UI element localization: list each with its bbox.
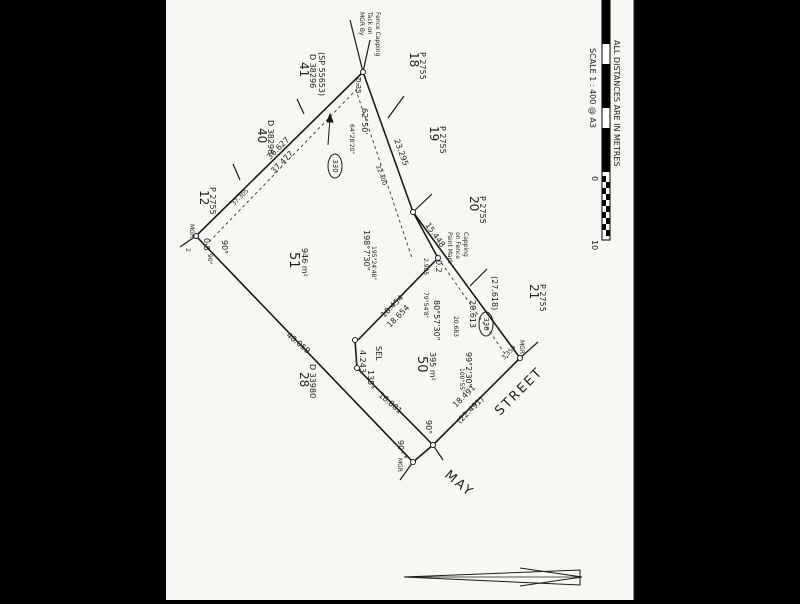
svg-text:62°50': 62°50': [360, 108, 369, 135]
svg-text:SEL: SEL: [374, 346, 383, 361]
svg-text:18: 18: [407, 52, 421, 67]
svg-text:D 33980: D 33980: [308, 364, 317, 398]
svg-text:D 38296: D 38296: [266, 120, 275, 154]
svg-text:Fence Capping: Fence Capping: [374, 12, 381, 56]
corner-pegs: [193, 69, 523, 465]
svg-text:20.613: 20.613: [468, 300, 477, 328]
svg-text:2.985: 2.985: [422, 258, 429, 275]
svg-text:64°28'20": 64°28'20": [348, 124, 355, 155]
traverse-lines: [204, 71, 509, 359]
svg-text:(27.618): (27.618): [490, 276, 499, 310]
paper: [166, 0, 634, 600]
svg-text:90°: 90°: [206, 254, 213, 265]
svg-text:99°2'30": 99°2'30": [464, 352, 473, 387]
svg-text:21: 21: [527, 284, 541, 299]
marker-330-b: 330: [478, 311, 494, 337]
svg-text:195°24'48": 195°24'48": [370, 246, 377, 280]
svg-text:90°: 90°: [396, 440, 405, 454]
svg-text:41: 41: [297, 62, 311, 77]
svg-text:0: 0: [590, 176, 599, 181]
svg-text:19: 19: [427, 126, 441, 141]
lot-divider-top: [357, 257, 439, 341]
scale-note: ALL DISTANCES ARE IN METRES: [612, 40, 621, 167]
scale-bar: 0 10 SCALE 1 : 400 @ A3 ALL DISTANCES AR…: [588, 0, 621, 250]
svg-text:P 2755: P 2755: [538, 284, 547, 312]
svg-text:P 2755: P 2755: [478, 196, 487, 224]
neighbour-boundaries: [179, 19, 539, 481]
marker-330-a: 330: [327, 153, 343, 179]
svg-text:MGR: MGR: [188, 224, 195, 238]
svg-text:330: 330: [482, 317, 490, 330]
svg-text:135°: 135°: [366, 370, 375, 389]
svg-text:330: 330: [331, 159, 339, 172]
svg-text:P 2755: P 2755: [438, 126, 447, 154]
svg-text:28: 28: [297, 372, 311, 387]
svg-text:10: 10: [590, 240, 599, 250]
lot-labels: 51 946 m² 50 395 m²: [286, 248, 437, 381]
svg-text:0.2: 0.2: [434, 260, 443, 273]
lot-50-number: 50: [414, 356, 429, 373]
lot-51-area: 946 m²: [300, 248, 309, 277]
svg-text:(SP 55653): (SP 55653): [317, 52, 326, 96]
svg-text:12: 12: [197, 190, 211, 205]
svg-text:D 38296: D 38296: [308, 54, 317, 88]
svg-text:P 2755: P 2755: [208, 187, 217, 215]
svg-text:20: 20: [467, 196, 481, 211]
svg-text:on Fence: on Fence: [454, 232, 461, 259]
lot-divider-rear: [412, 211, 439, 259]
svg-text:MGR: MGR: [396, 458, 403, 472]
svg-text:P 2755: P 2755: [418, 52, 427, 80]
lot-50-area: 395 m²: [428, 352, 437, 381]
svg-text:MGR By: MGR By: [358, 12, 365, 36]
svg-text:4.243: 4.243: [358, 350, 367, 373]
svg-text:90°: 90°: [424, 420, 433, 434]
svg-text:2: 2: [184, 248, 191, 252]
svg-text:80°57'30": 80°57'30": [432, 300, 441, 340]
svg-text:4: 4: [402, 454, 410, 459]
svg-text:40: 40: [255, 128, 269, 143]
svg-text:Capping: Capping: [462, 232, 469, 257]
svg-text:Paint Mark: Paint Mark: [446, 232, 453, 264]
svg-text:0.35: 0.35: [354, 78, 362, 94]
neighbour-labels: 12 P 2755 40 D 38296 41 D 38296 (SP 5565…: [197, 52, 547, 398]
north-point-icon: [403, 0, 635, 600]
svg-text:90°: 90°: [220, 240, 229, 254]
svg-text:0.5: 0.5: [202, 238, 211, 251]
survey-notes: MGR MGR MGR MGR By Tack on Fence Capping…: [188, 11, 525, 472]
scale-title: SCALE 1 : 400 @ A3: [588, 48, 597, 128]
svg-text:79°54'8": 79°54'8": [422, 292, 429, 319]
svg-text:Tack on: Tack on: [366, 11, 373, 35]
dimension-labels: 36.627 37.477 37.305 0.35 62°50' 64°28'2…: [184, 78, 518, 459]
direction-arrow-icon: [326, 112, 334, 146]
svg-text:100°55': 100°55': [458, 368, 465, 392]
lot-51-number: 51: [286, 252, 301, 269]
svg-text:20.683: 20.683: [452, 316, 459, 337]
svg-text:198°7'30": 198°7'30": [362, 230, 371, 270]
svg-text:MGR: MGR: [518, 340, 525, 354]
